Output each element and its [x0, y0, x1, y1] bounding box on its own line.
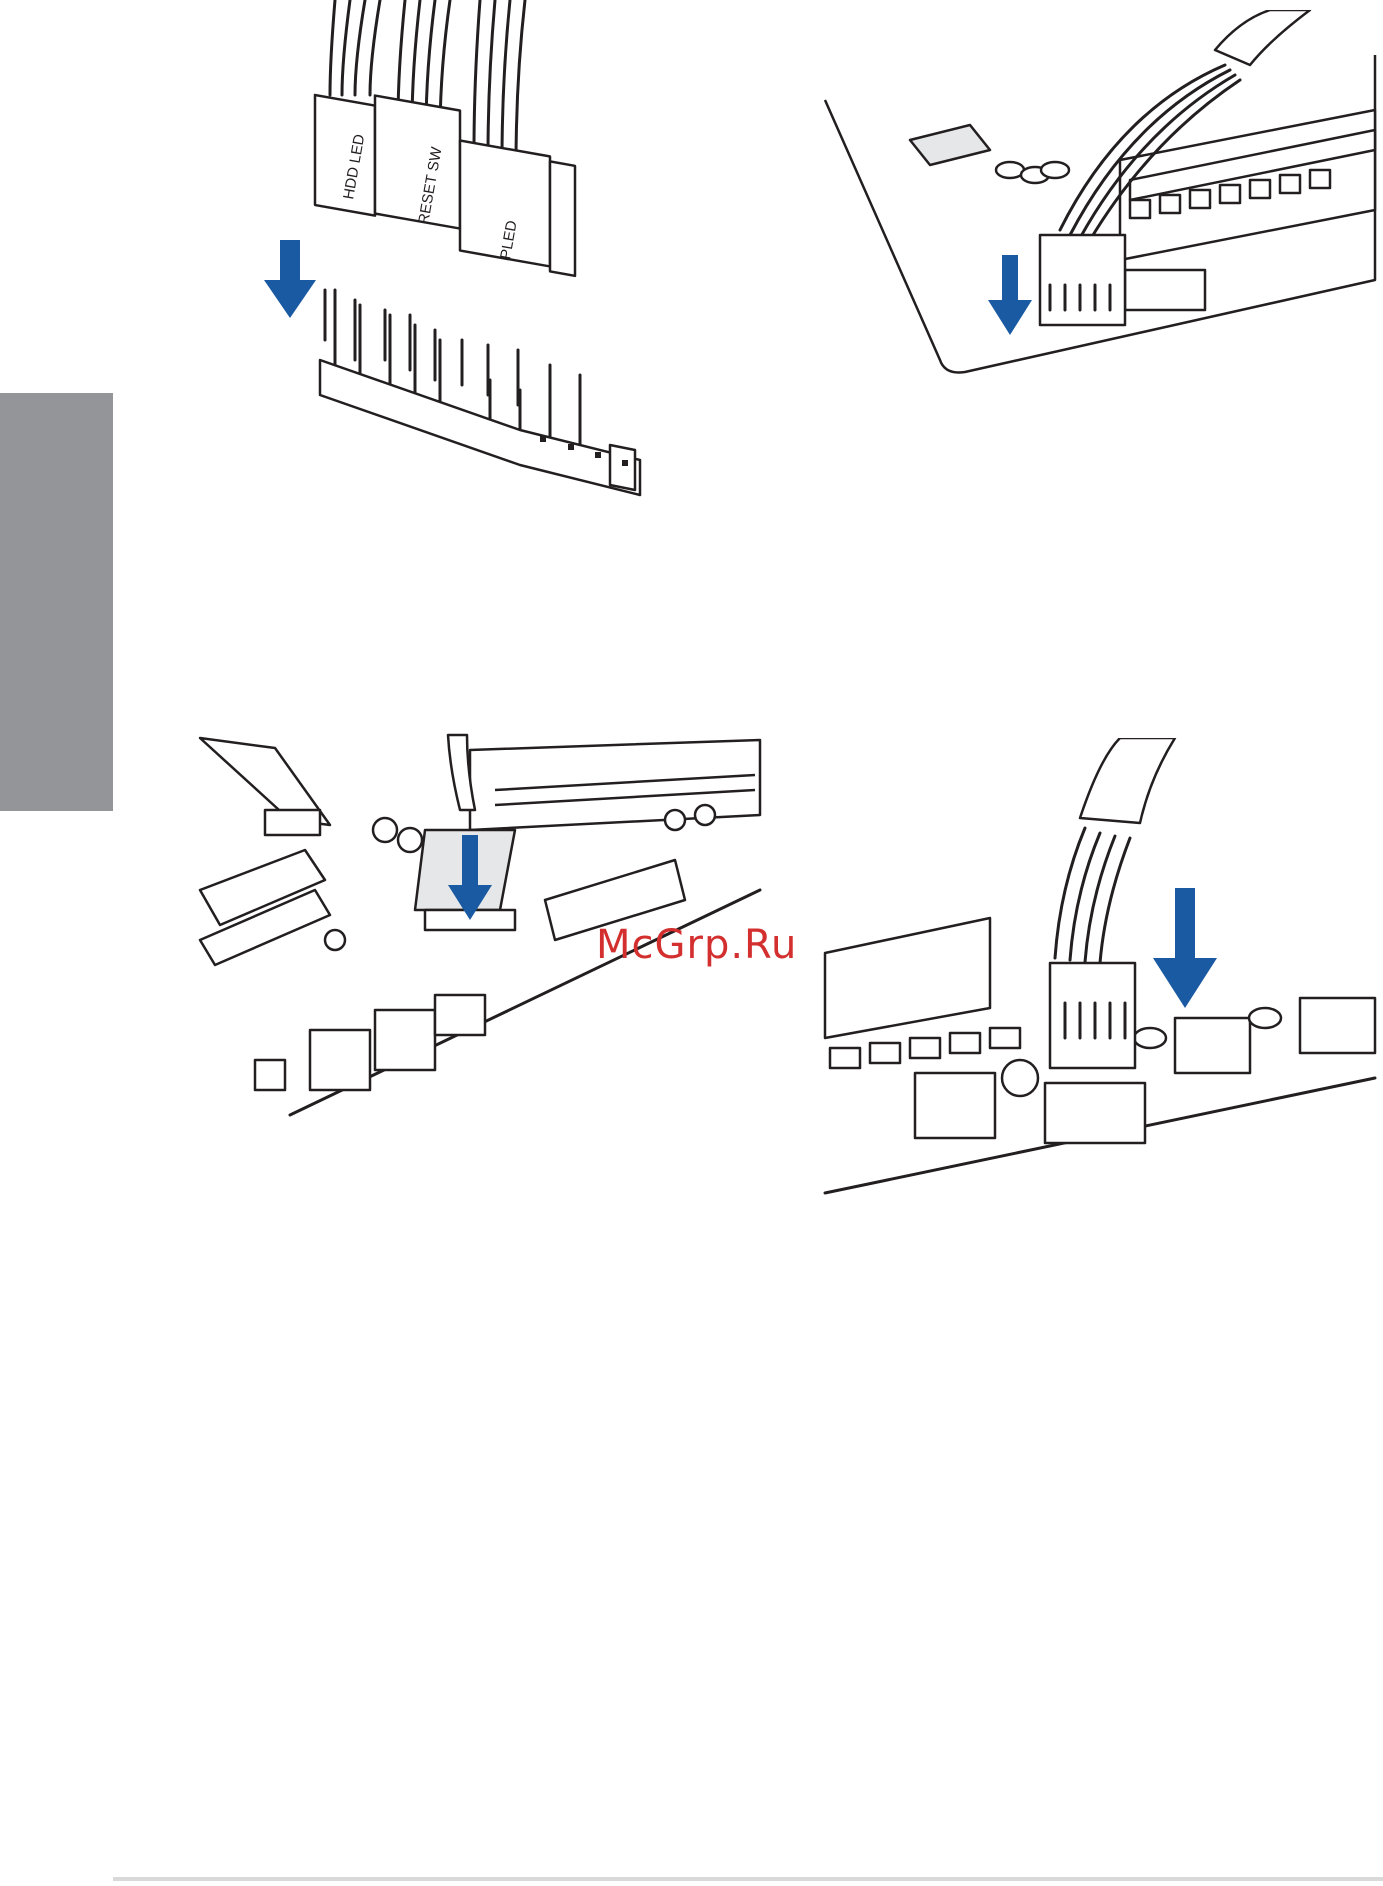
- usb2-connector: [1040, 235, 1125, 325]
- front-panel-header-illustration: HDD LED RESET SW PLED: [230, 0, 650, 500]
- footer-rule: [113, 1877, 1383, 1881]
- audio-cable: [1055, 738, 1175, 963]
- chapter-side-tab: [0, 393, 113, 811]
- audio-header-illustration: [820, 738, 1380, 1198]
- insert-arrow-icon: [1153, 888, 1217, 1008]
- audio-connector: [1050, 963, 1135, 1068]
- audio-header-socket: [1045, 1083, 1145, 1143]
- header-base: [320, 360, 640, 495]
- usb2-header-illustration: [820, 10, 1380, 380]
- watermark-text: McGrp.Ru: [596, 922, 797, 968]
- insert-arrow-icon: [264, 240, 316, 318]
